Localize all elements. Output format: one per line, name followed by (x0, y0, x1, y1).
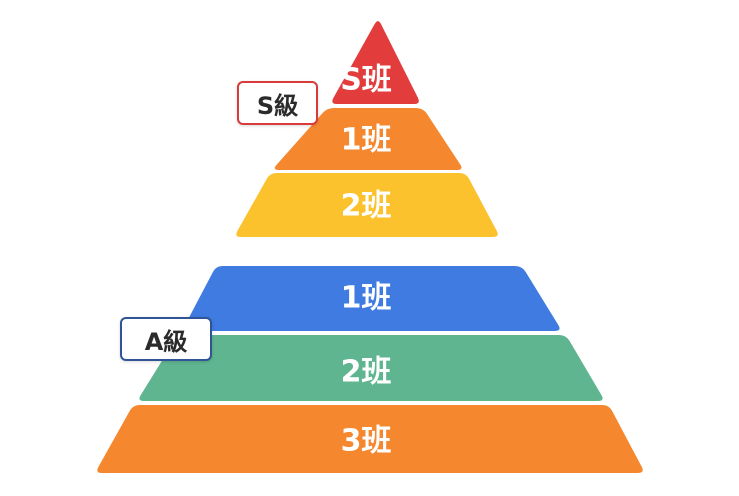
tier-s-1-class-label: 1班 (341, 123, 392, 158)
s-grade-pyramid: S班 1班 2班 (236, 21, 498, 237)
tier-s-class (332, 21, 419, 104)
tier-a-3-class (97, 405, 643, 473)
tier-a-1-class (184, 266, 560, 331)
tier-s-class-label: S班 (340, 63, 392, 98)
tier-s-2-class-label: 2班 (341, 189, 392, 224)
tier-s-1-class (274, 108, 462, 170)
a-grade-badge: A級 (120, 317, 212, 361)
tier-s-2-class (236, 173, 498, 237)
tier-a-1-class-label: 1班 (341, 281, 392, 316)
a-grade-pyramid: 1班 2班 3班 (97, 266, 643, 473)
tier-a-2-class (139, 335, 603, 401)
tier-a-2-class-label: 2班 (341, 355, 392, 390)
tier-a-3-class-label: 3班 (341, 424, 392, 459)
s-grade-badge: S級 (237, 81, 318, 125)
